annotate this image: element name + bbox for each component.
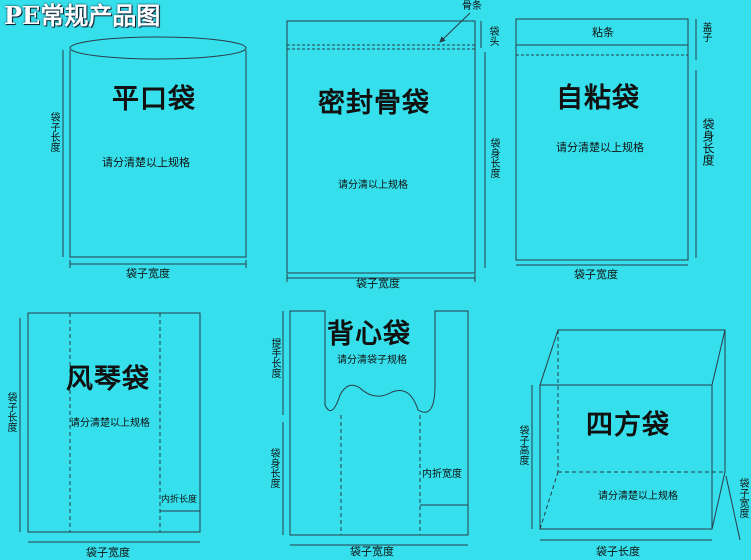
square-depth-label: 袋子宽度: [737, 478, 748, 518]
gusset-bag-name: 风琴袋: [66, 364, 150, 395]
vest-handle-label: 提手长度: [269, 338, 280, 378]
self-bag-note: 请分清楚以上规格: [556, 141, 644, 154]
gusset-bag-outline: [19, 312, 201, 543]
vest-width-label: 袋子宽度: [350, 545, 394, 558]
self-bag-name: 自粘袋: [556, 83, 640, 114]
flat-bag-note: 请分清楚以上规格: [102, 156, 190, 169]
vest-fold-label: 内折宽度: [422, 469, 462, 480]
gusset-fold-label: 内折长度: [161, 495, 198, 505]
square-bag-name: 四方袋: [586, 410, 670, 441]
gusset-length-label: 袋子长度: [5, 392, 16, 432]
self-body-label: 袋身长度: [701, 118, 715, 166]
bone-bag-name: 密封骨袋: [318, 88, 430, 119]
page-title: PE常规产品图: [4, 1, 161, 30]
flat-bag-outline: [62, 36, 247, 268]
bone-head-label: 袋头: [487, 26, 498, 46]
vest-bag-outline: [282, 310, 469, 546]
flat-bag-length-label: 袋子长度: [48, 112, 59, 152]
bone-bag-outline: [286, 12, 486, 282]
self-bag-width-label: 袋子宽度: [574, 268, 618, 281]
gusset-width-label: 袋子宽度: [86, 546, 130, 559]
bone-bag-note: 请分清以上规格: [338, 180, 408, 191]
square-length-label: 袋子长度: [596, 545, 640, 558]
vest-bag-note: 请分清袋子规格: [337, 355, 407, 366]
self-adhesive-bag-outline: [515, 18, 697, 266]
square-bag-note: 请分清楚以上规格: [598, 491, 678, 502]
bone-bag-width-label: 袋子宽度: [356, 277, 400, 290]
gusset-bag-note: 请分清楚以上规格: [70, 418, 150, 429]
bone-strip-callout: 骨条: [462, 1, 482, 12]
flat-bag-width-label: 袋子宽度: [126, 267, 170, 280]
square-height-label: 袋子高度: [517, 425, 528, 465]
cover-label: 盖子: [700, 22, 711, 42]
bone-body-label: 袋身长度: [488, 138, 499, 178]
square-bag-outline: [531, 329, 741, 541]
vest-bag-name: 背心袋: [327, 319, 411, 350]
flat-bag-name: 平口袋: [112, 84, 196, 115]
vest-body-label: 袋身长度: [268, 448, 279, 488]
adhesive-strip-label: 粘条: [592, 26, 614, 39]
